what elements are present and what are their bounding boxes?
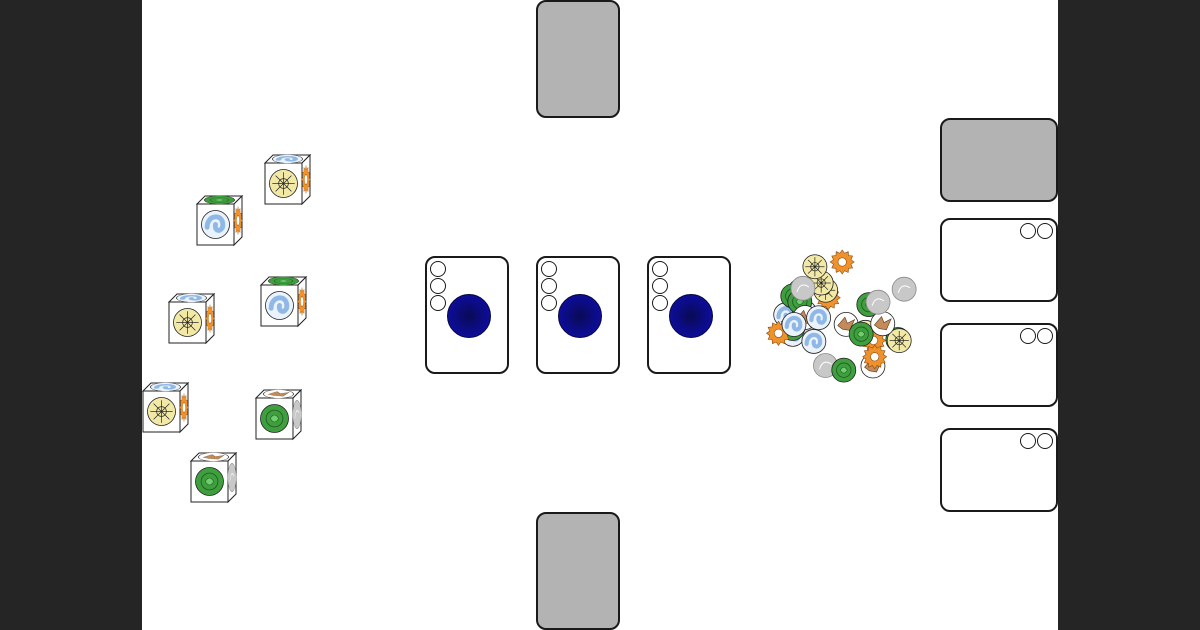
leaf-token[interactable] [831, 357, 857, 383]
wave-token[interactable] [806, 305, 832, 331]
leaf-token[interactable] [848, 321, 874, 347]
center-card[interactable] [647, 256, 731, 374]
side-card[interactable] [940, 323, 1058, 407]
wave-token[interactable] [781, 312, 807, 337]
center-card[interactable] [536, 256, 620, 374]
draw-pile-right[interactable] [940, 118, 1058, 202]
stone-token[interactable] [865, 289, 891, 315]
card-slot[interactable] [541, 261, 557, 277]
sun-token[interactable] [886, 328, 912, 354]
die[interactable] [196, 195, 244, 247]
stone-token[interactable] [790, 275, 816, 301]
card-slot[interactable] [1037, 328, 1053, 344]
blue-orb-icon [558, 294, 602, 338]
card-slot[interactable] [652, 295, 668, 311]
game-board [142, 0, 1058, 630]
card-slot[interactable] [541, 295, 557, 311]
center-card[interactable] [425, 256, 509, 374]
bird-token[interactable] [833, 312, 859, 337]
die[interactable] [190, 452, 238, 504]
card-slot[interactable] [1020, 328, 1036, 344]
card-slot[interactable] [652, 261, 668, 277]
cog-token[interactable] [862, 344, 888, 370]
die[interactable] [260, 276, 308, 328]
die[interactable] [264, 154, 312, 206]
cog-token[interactable] [829, 249, 855, 275]
card-slot[interactable] [430, 261, 446, 277]
blue-orb-icon [669, 294, 713, 338]
card-slot[interactable] [430, 295, 446, 311]
side-card[interactable] [940, 428, 1058, 512]
card-slot[interactable] [1037, 223, 1053, 239]
card-slot[interactable] [1020, 223, 1036, 239]
die[interactable] [142, 382, 190, 434]
card-slot[interactable] [541, 278, 557, 294]
sun-token[interactable] [802, 254, 828, 280]
blue-orb-icon [447, 294, 491, 338]
draw-pile-top[interactable] [536, 0, 620, 118]
wave-token[interactable] [801, 329, 827, 354]
die[interactable] [168, 293, 216, 345]
card-slot[interactable] [652, 278, 668, 294]
card-slot[interactable] [1037, 433, 1053, 449]
card-slot[interactable] [430, 278, 446, 294]
token-pool[interactable] [754, 232, 924, 392]
draw-pile-bottom[interactable] [536, 512, 620, 630]
die[interactable] [255, 389, 303, 441]
card-slot[interactable] [1020, 433, 1036, 449]
side-card[interactable] [940, 218, 1058, 302]
stone-token[interactable] [891, 276, 917, 302]
bird-token[interactable] [870, 311, 896, 337]
